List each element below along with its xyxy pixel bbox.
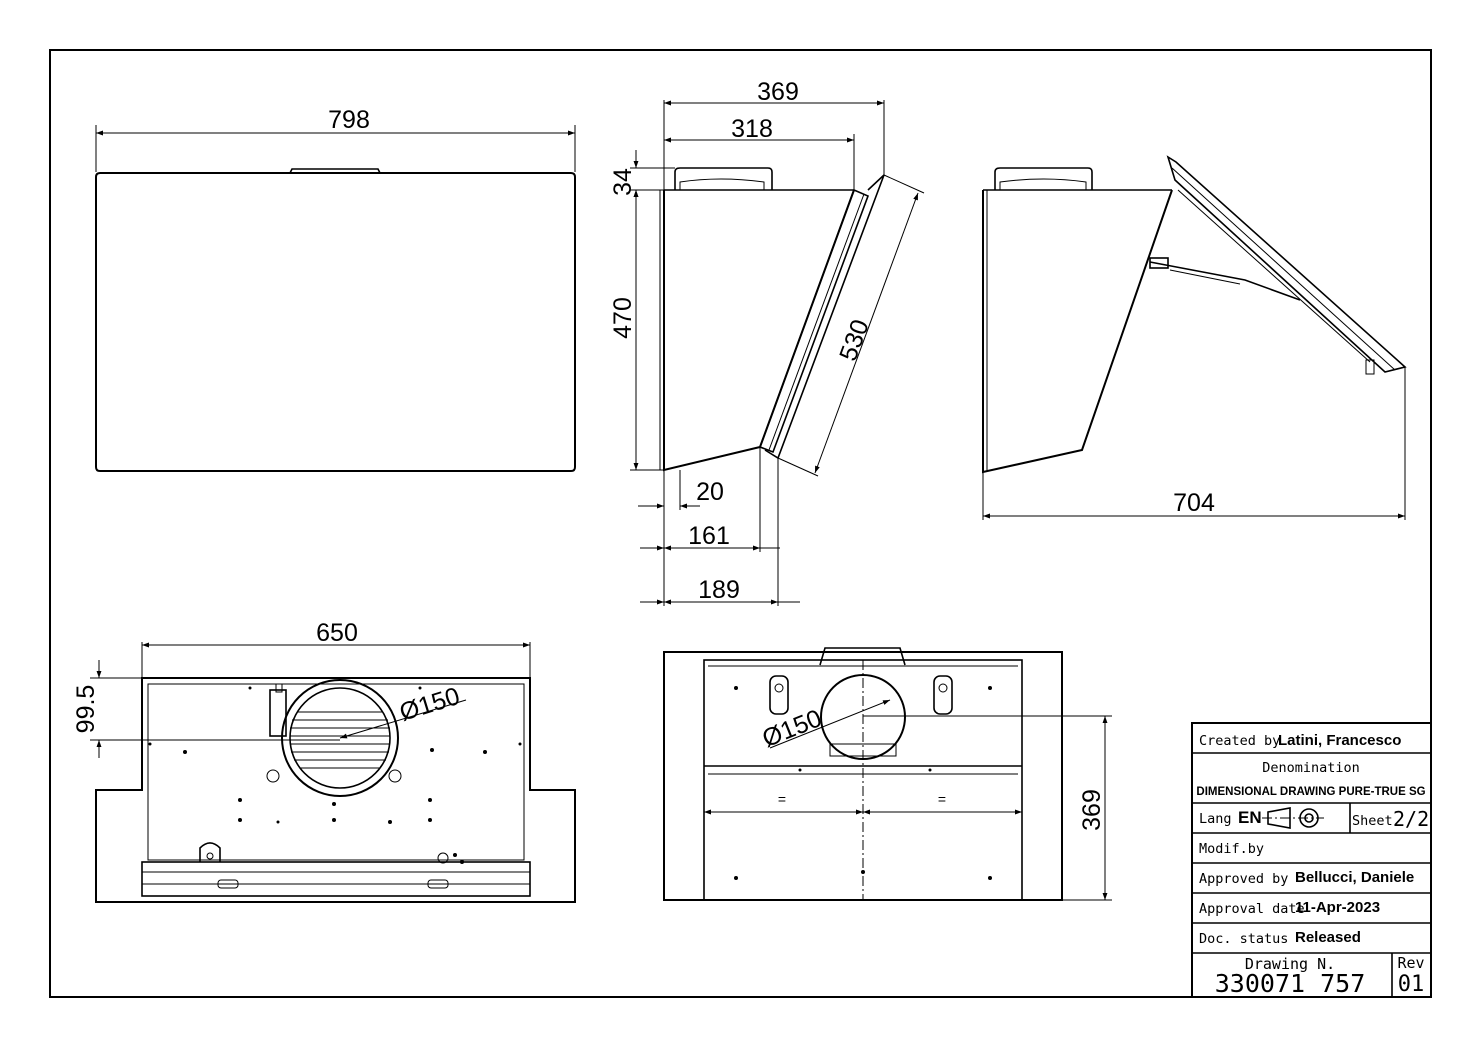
bottom-switch <box>269 689 287 737</box>
dim-center-left: = <box>778 791 786 807</box>
dim-bottom-total: 189 <box>698 576 740 604</box>
outlet-ring <box>281 679 399 797</box>
dim-bottom-depth: 161 <box>688 522 730 550</box>
dim-side-depth-body: 318 <box>731 115 773 143</box>
created-by-value: Latini, Francesco <box>1278 732 1401 749</box>
dim-panel-length: 530 <box>834 316 875 365</box>
dim-body-height: 470 <box>609 297 637 339</box>
approved-label: Approved by <box>1199 871 1288 887</box>
front-top-tab <box>289 168 381 174</box>
bracket-left <box>769 675 789 715</box>
dim-open-depth: 704 <box>1173 489 1215 517</box>
created-by-label: Created by <box>1199 733 1280 749</box>
dim-side-depth-total: 369 <box>757 78 799 106</box>
approval-date-label: Approval date <box>1199 901 1305 917</box>
dim-outlet-offset: 99.5 <box>72 685 100 734</box>
dim-top-depth: 369 <box>1078 789 1106 831</box>
sheet-label: Sheet <box>1352 813 1393 829</box>
lang-value: EN <box>1238 808 1262 827</box>
bottom-outline <box>95 677 576 903</box>
open-glass-panel <box>1166 155 1407 373</box>
side-motor-box <box>674 167 773 190</box>
dim-outlet-diameter-bottom: Ø150 <box>396 682 463 727</box>
approval-date-value: 11-Apr-2023 <box>1295 899 1380 916</box>
dim-outlet-diameter-top: Ø150 <box>758 704 825 753</box>
drawing-value: 330071_757 <box>1215 969 1366 998</box>
rev-label: Rev <box>1397 954 1424 972</box>
status-value: Released <box>1295 929 1361 946</box>
open-motor-box <box>994 167 1093 190</box>
dim-bottom-width: 650 <box>316 619 358 647</box>
modif-label: Modif.by <box>1199 841 1264 857</box>
title-block: Created by Latini, Francesco Denominatio… <box>1191 722 1432 998</box>
sheet-value: 2/2 <box>1393 807 1429 831</box>
status-label: Doc. status <box>1199 931 1288 947</box>
rev-value: 01 <box>1398 972 1425 997</box>
open-body-outline <box>982 189 1173 474</box>
projection-symbol <box>1262 807 1324 829</box>
dim-front-width: 798 <box>328 106 370 134</box>
dim-center-right: = <box>938 791 946 807</box>
side-view-open: 704 <box>982 155 1407 520</box>
lang-label: Lang <box>1199 811 1232 827</box>
dim-motor-height: 34 <box>609 168 637 196</box>
bracket-right <box>933 675 953 715</box>
approved-value: Bellucci, Daniele <box>1295 869 1414 886</box>
front-panel-outline <box>95 172 576 472</box>
gas-strut <box>1149 261 1301 301</box>
drawing-frame <box>49 49 1432 998</box>
denomination-label: Denomination <box>1262 760 1360 776</box>
denomination-value: DIMENSIONAL DRAWING PURE-TRUE SG <box>1196 786 1425 798</box>
front-view: 798 <box>95 106 576 472</box>
side-view-closed: 369 318 34 470 530 20 <box>609 78 925 606</box>
bottom-view: 650 99.5 Ø150 <box>72 619 576 903</box>
dim-offset-small: 20 <box>696 478 724 506</box>
drawing-label: Drawing N. <box>1245 955 1335 973</box>
top-view: Ø150 = = 369 <box>663 647 1112 901</box>
